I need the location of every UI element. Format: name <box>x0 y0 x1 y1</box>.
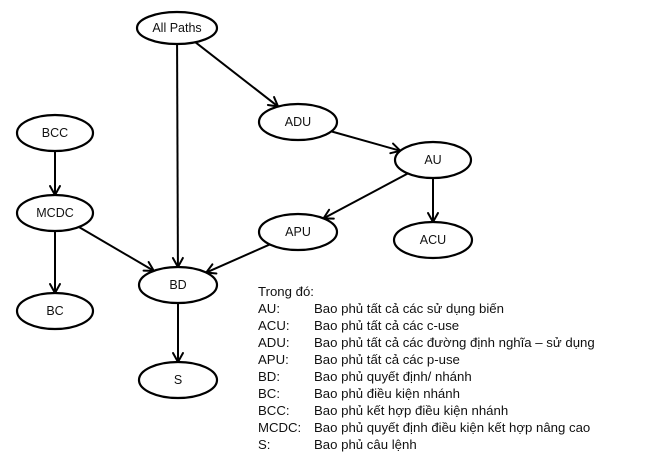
edge-adu-to-au <box>331 130 401 152</box>
legend-item: BD: Bao phủ quyết định/ nhánh <box>258 368 595 385</box>
node-ellipse <box>15 291 95 331</box>
legend-item: BC: Bao phủ điều kiện nhánh <box>258 385 595 402</box>
node-label: BC <box>46 304 63 318</box>
legend-desc: Bao phủ điều kiện nhánh <box>314 386 460 401</box>
legend-key: MCDC: <box>258 420 302 435</box>
node-ellipse <box>257 212 339 252</box>
legend-item: BCC: Bao phủ kết hợp điều kiện nhánh <box>258 402 595 419</box>
edge-allpaths-to-bd <box>176 43 179 268</box>
node-ellipse <box>393 140 473 180</box>
node-bc: BC <box>15 291 95 331</box>
legend-item: MCDC: Bao phủ quyết định điều kiện kết hợ… <box>258 419 595 436</box>
legend-desc: Bao phủ kết hợp điều kiện nhánh <box>314 403 509 418</box>
legend-key: ACU: <box>258 318 290 333</box>
legend: Trong đó: AU: Bao phủ tất cả các sử dụng … <box>258 283 595 453</box>
legend-item: AU: Bao phủ tất cả các sử dụng biến <box>258 300 595 317</box>
legend-key: BCC: <box>258 403 290 418</box>
node-s: S <box>137 360 219 400</box>
edge-allpaths-to-adu <box>194 41 279 108</box>
legend-key: AU: <box>258 301 280 316</box>
node-label: MCDC <box>36 206 74 220</box>
edge-mcdc-to-bd <box>78 226 155 272</box>
legend-key: BC: <box>258 386 280 401</box>
legend-desc: Bao phủ quyết định điều kiện kết hợp nân… <box>314 420 591 435</box>
node-label: APU <box>285 225 311 239</box>
legend-desc: Bao phủ câu lệnh <box>314 437 417 452</box>
node-label: ADU <box>285 115 311 129</box>
node-mcdc: MCDC <box>15 193 95 233</box>
node-bd: BD <box>137 265 219 305</box>
node-ellipse <box>15 193 95 233</box>
node-ellipse <box>137 265 219 305</box>
legend-item: ACU: Bao phủ tất cả các c-use <box>258 317 595 334</box>
node-label: All Paths <box>152 21 201 35</box>
node-label: BCC <box>42 126 68 140</box>
node-acu: ACU <box>392 220 474 260</box>
legend-desc: Bao phủ tất cả các sử dụng biến <box>314 301 504 316</box>
node-ellipse <box>137 360 219 400</box>
node-adu: ADU <box>257 102 339 142</box>
node-ellipse <box>392 220 474 260</box>
legend-item: APU: Bao phủ tất cả các p-use <box>258 351 595 368</box>
node-apu: APU <box>257 212 339 252</box>
legend-item: ADU: Bao phủ tất cả các đường định nghĩa … <box>258 334 595 351</box>
legend-key: S: <box>258 437 271 452</box>
node-label: AU <box>424 153 441 167</box>
edge-apu-to-bd <box>205 243 271 274</box>
legend-key: APU: <box>258 352 289 367</box>
legend-desc: Bao phủ quyết định/ nhánh <box>314 369 472 384</box>
node-allpaths: All Paths <box>135 10 219 46</box>
legend-item: S: Bao phủ câu lệnh <box>258 436 595 453</box>
edge-au-to-apu <box>323 172 409 220</box>
legend-title: Trong đó: <box>258 284 314 299</box>
legend-desc: Bao phủ tất cả các p-use <box>314 352 460 367</box>
node-label: ACU <box>420 233 446 247</box>
legend-key: ADU: <box>258 335 290 350</box>
node-au: AU <box>393 140 473 180</box>
legend-desc: Bao phủ tất cả các đường định nghĩa – sử… <box>314 335 595 350</box>
node-bcc: BCC <box>15 113 95 153</box>
node-label: S <box>174 373 182 387</box>
node-ellipse <box>257 102 339 142</box>
legend-key: BD: <box>258 369 280 384</box>
node-ellipse <box>135 10 219 46</box>
legend-desc: Bao phủ tất cả các c-use <box>314 318 460 333</box>
node-label: BD <box>169 278 186 292</box>
node-ellipse <box>15 113 95 153</box>
